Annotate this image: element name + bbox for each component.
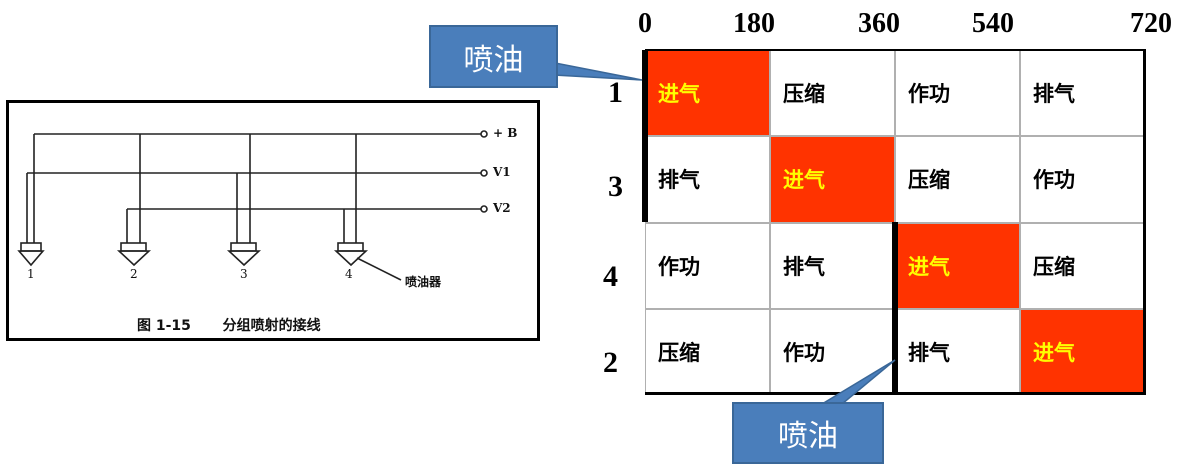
injector-3-symbol <box>226 250 262 267</box>
stroke-cell: 进气 <box>770 136 895 223</box>
figure-caption: 图 1-15 分组喷射的接线 <box>137 315 321 335</box>
caption-text: 分组喷射的接线 <box>222 318 321 334</box>
stroke-cell: 作功 <box>1020 136 1145 223</box>
stroke-cell: 压缩 <box>1020 222 1145 309</box>
cylinder-label: 1 <box>608 76 623 109</box>
injector-number: 1 <box>27 267 35 281</box>
stroke-cell: 作功 <box>645 222 770 309</box>
injector-leader-line <box>356 257 402 281</box>
stroke-cell: 压缩 <box>895 136 1020 223</box>
wire-label-v2: V2 <box>493 201 511 215</box>
injector-number: 3 <box>240 267 248 281</box>
terminal-v1 <box>480 169 488 177</box>
injection-marker-group-1 <box>642 50 648 222</box>
injector-number: 4 <box>345 267 353 281</box>
stroke-cell: 进气 <box>645 50 770 137</box>
cylinder-label: 4 <box>603 260 618 293</box>
angle-label: 0 <box>638 8 652 39</box>
stroke-cell: 压缩 <box>645 308 770 395</box>
stroke-cell: 作功 <box>895 50 1020 137</box>
callout-bottom-pointer <box>819 359 896 405</box>
stroke-timing-grid: 进气压缩作功排气排气进气压缩作功作功排气进气压缩压缩作功排气进气 <box>645 50 1145 395</box>
stroke-cell: 压缩 <box>770 50 895 137</box>
grid-border <box>1143 50 1146 395</box>
stroke-cell: 进气 <box>1020 308 1145 395</box>
injector-label: 喷油器 <box>405 275 442 289</box>
stroke-cell: 排气 <box>895 308 1020 395</box>
wiring-figure: + B V1 V2 1 2 3 4 喷油器 图 1-15 分组喷射的接线 <box>6 100 540 341</box>
angle-label: 540 <box>972 8 1014 39</box>
grid-border <box>645 49 1146 51</box>
terminal-v2 <box>480 205 488 213</box>
angle-label: 180 <box>733 8 775 39</box>
angle-label: 720 <box>1130 8 1172 39</box>
angle-label: 360 <box>858 8 900 39</box>
stroke-cell: 排气 <box>770 222 895 309</box>
stroke-cell: 排气 <box>1020 50 1145 137</box>
injector-2-symbol <box>116 250 152 267</box>
terminal-b <box>480 130 488 138</box>
cylinder-label: 2 <box>603 346 618 379</box>
caption-number: 图 1-15 <box>137 318 191 334</box>
wiring-diagram <box>17 130 488 281</box>
cylinder-label: 3 <box>608 170 623 203</box>
injector-1-symbol <box>17 250 45 267</box>
stroke-cell: 作功 <box>770 308 895 395</box>
injection-marker-group-2 <box>892 222 898 394</box>
injector-number: 2 <box>130 267 138 281</box>
stroke-cell: 进气 <box>895 222 1020 309</box>
callout-injection-bottom: 喷油 <box>732 402 884 464</box>
wire-label-b: + B <box>493 126 518 140</box>
callout-injection-top: 喷油 <box>429 25 558 88</box>
wire-label-v1: V1 <box>493 165 511 179</box>
